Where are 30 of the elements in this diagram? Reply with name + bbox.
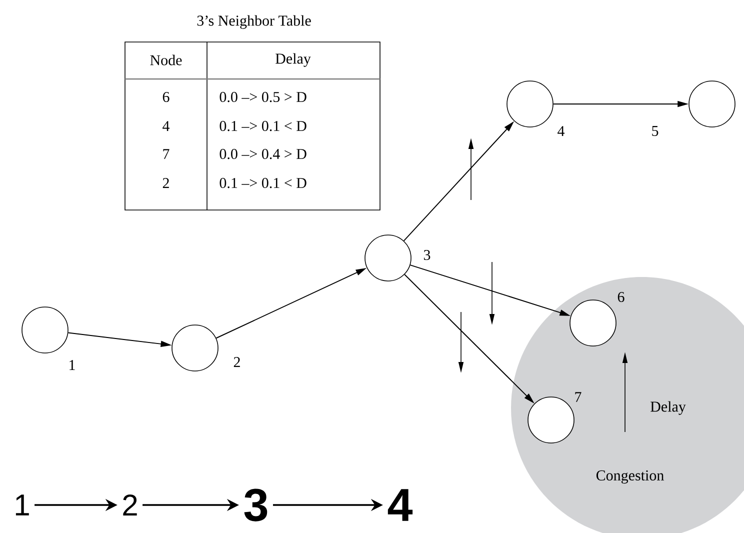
network-node	[570, 300, 616, 346]
step-number: 4	[388, 489, 413, 521]
node-number: 7	[575, 392, 582, 402]
network-node	[364, 234, 412, 282]
node-number: 4	[558, 126, 565, 136]
node-number: 6	[618, 292, 624, 302]
network-node	[172, 324, 218, 372]
step-number: 1	[16, 494, 29, 516]
delay-label: Delay	[650, 401, 686, 415]
step-number: 3	[244, 488, 268, 522]
node-number: 3	[424, 250, 430, 260]
table-title: 3’s Neighbor Table	[197, 15, 311, 29]
node-number: 2	[234, 357, 240, 367]
network-node	[688, 80, 736, 128]
table-header: Node	[150, 54, 182, 66]
network-node	[528, 396, 574, 444]
table-cell: 0.0 –> 0.4 > D	[220, 148, 306, 160]
table-cell: 0.1 –> 0.1 < D	[220, 120, 306, 132]
table-cell: 0.0 –> 0.5 > D	[220, 92, 306, 102]
table-header: Delay	[276, 53, 311, 67]
table-cell: 0.1 –> 0.1 < D	[220, 178, 306, 188]
step-number: 2	[123, 494, 137, 516]
node-number: 1	[70, 360, 75, 370]
table-cell: 4	[162, 121, 170, 131]
table-cell: 6	[162, 92, 170, 102]
node-number: 5	[652, 126, 658, 136]
table-cell: 2	[162, 178, 169, 188]
network-node	[22, 306, 68, 354]
network-node	[506, 80, 554, 128]
table-cell: 7	[163, 149, 170, 159]
